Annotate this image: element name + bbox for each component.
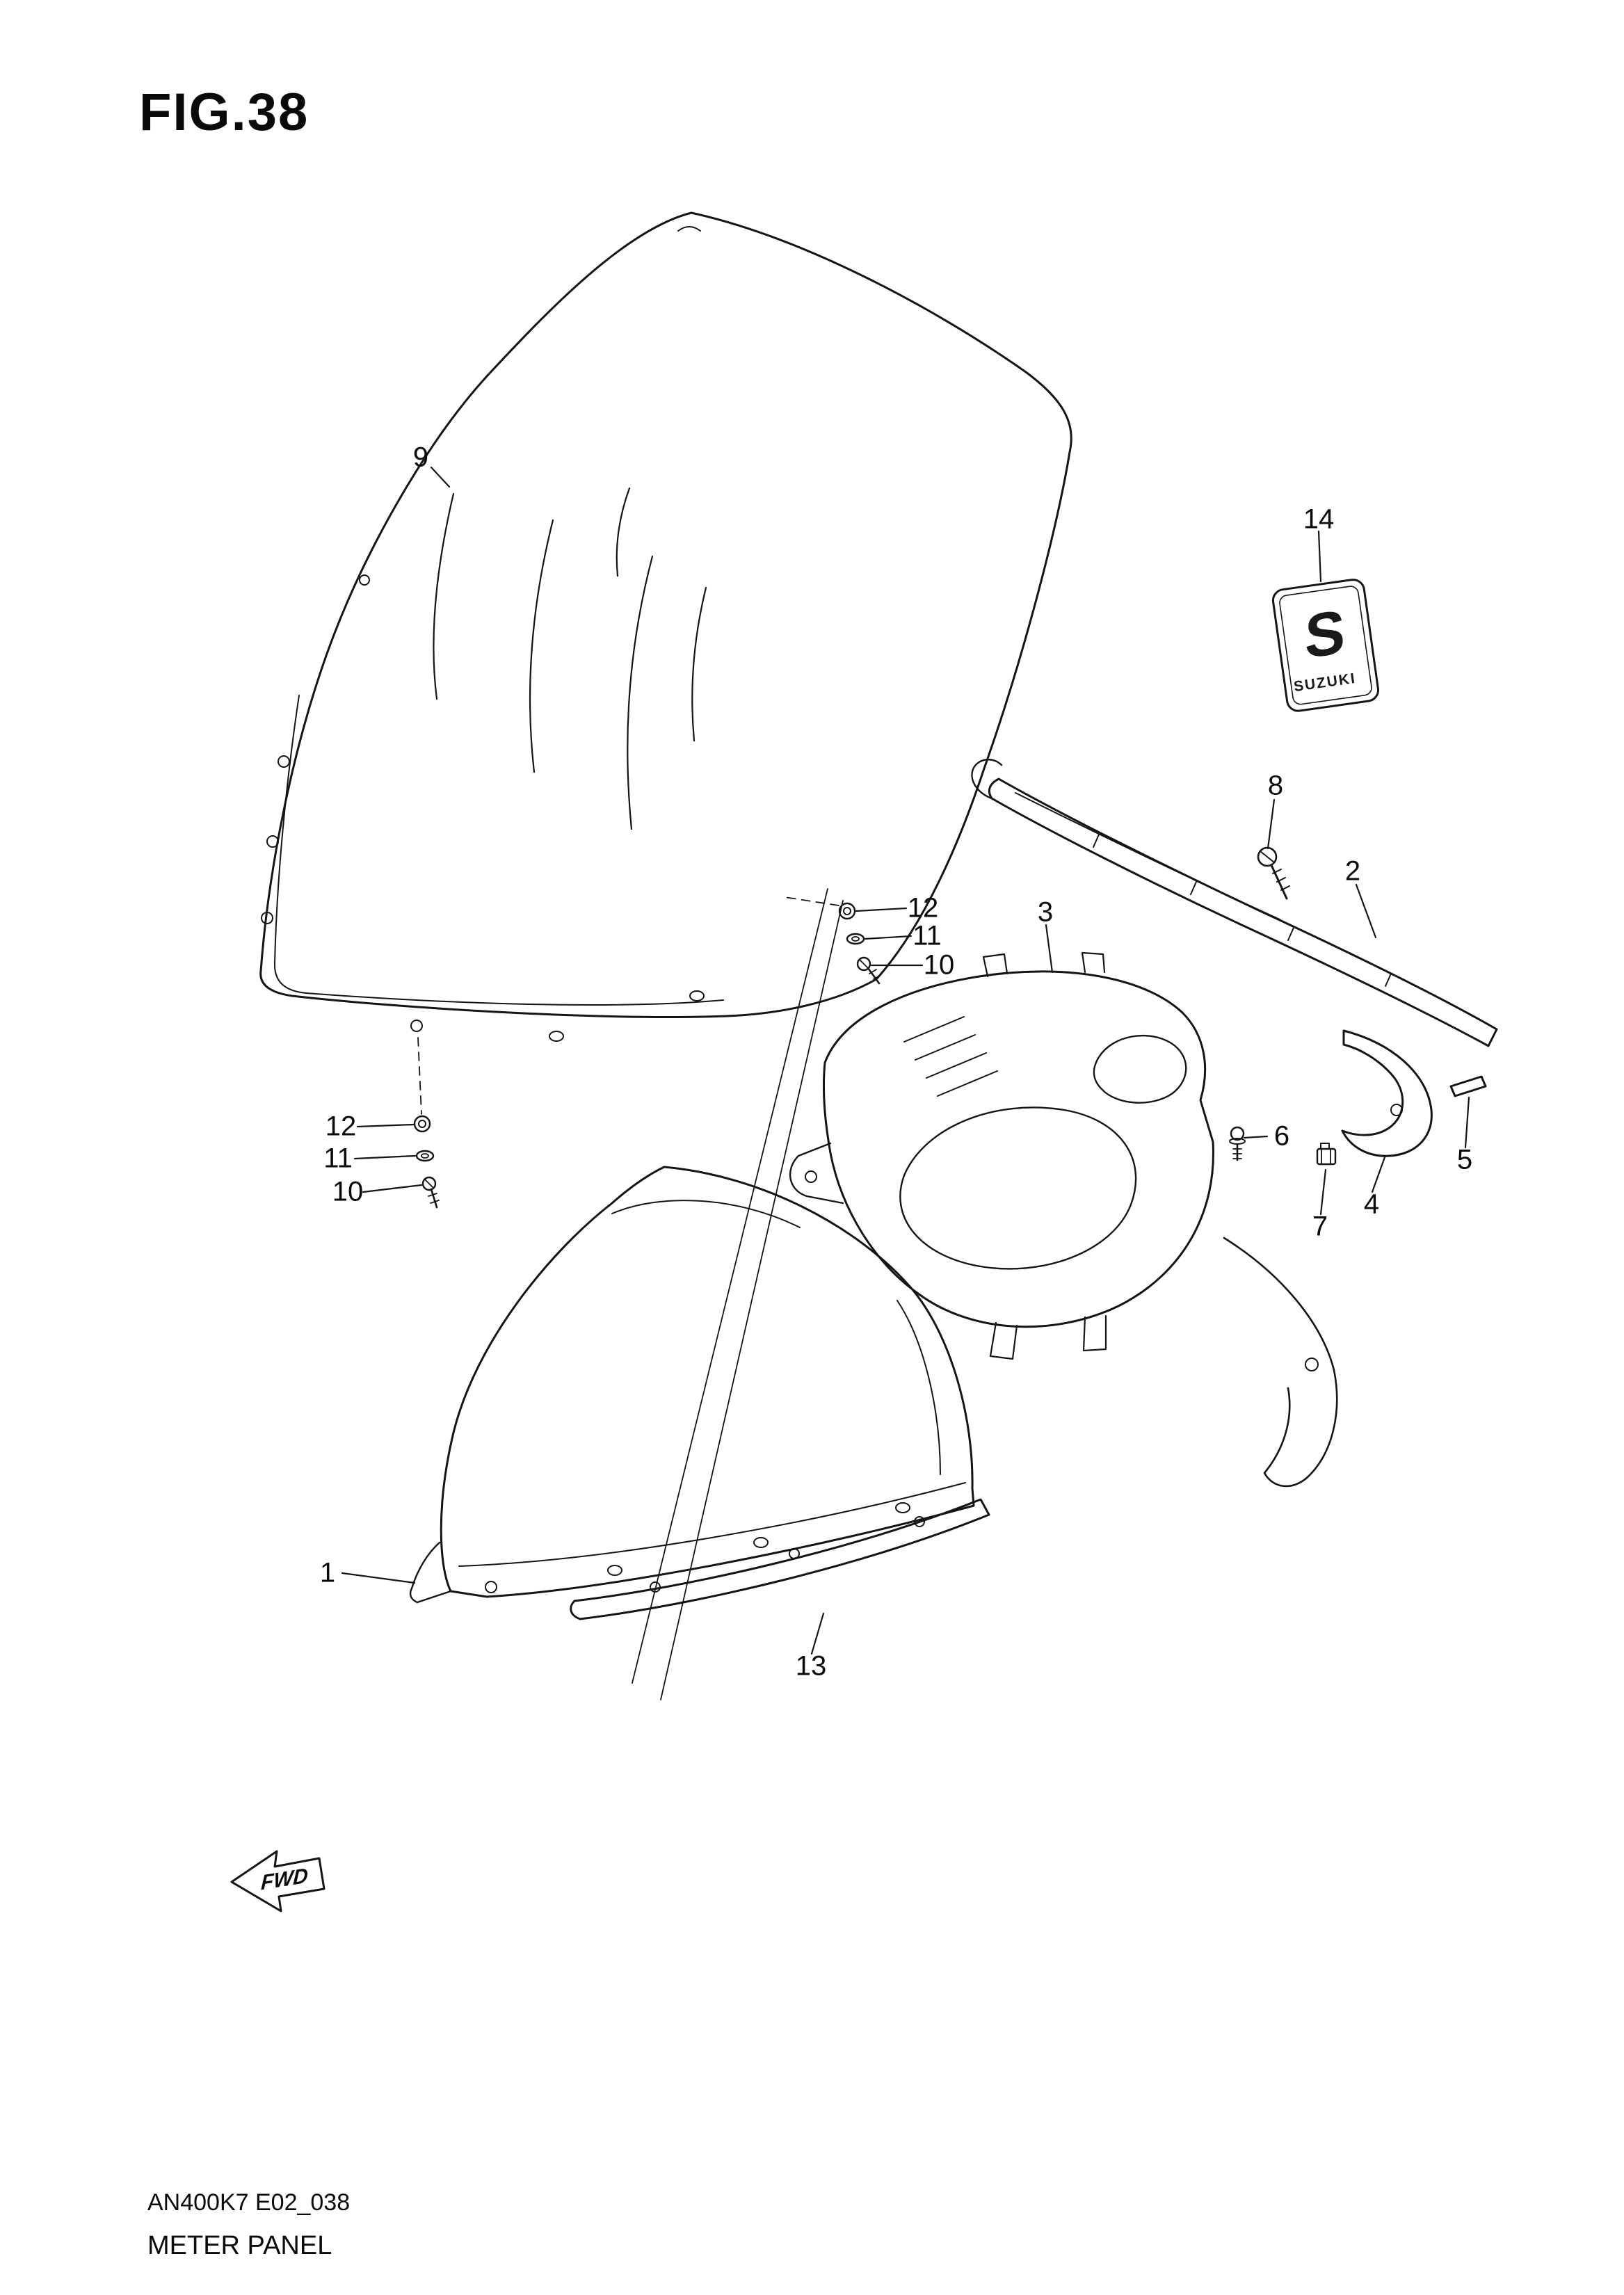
front-panel-drawing bbox=[409, 1166, 975, 1604]
pin-drawing bbox=[1449, 1075, 1487, 1097]
panel-trim-drawing bbox=[971, 759, 1498, 1047]
part-label-8: 8 bbox=[1267, 770, 1284, 801]
suzuki-logo-icon: S bbox=[1304, 596, 1346, 672]
part-label-4: 4 bbox=[1363, 1189, 1380, 1220]
fastener-stack-right-drawing bbox=[838, 902, 881, 985]
part-label-11-left: 11 bbox=[323, 1143, 353, 1174]
part-label-14: 14 bbox=[1303, 504, 1335, 535]
clip-7-drawing bbox=[1316, 1143, 1337, 1166]
part-label-5: 5 bbox=[1456, 1144, 1473, 1175]
part-label-9: 9 bbox=[412, 442, 429, 473]
figure-caption: METER PANEL bbox=[147, 2231, 332, 2260]
figure-code: AN400K7 E02_038 bbox=[147, 2189, 351, 2216]
part-label-3: 3 bbox=[1037, 896, 1054, 928]
part-label-1: 1 bbox=[319, 1557, 336, 1588]
trim-strip-drawing bbox=[570, 1498, 990, 1620]
part-label-7: 7 bbox=[1312, 1211, 1328, 1242]
fastener-stack-left-drawing bbox=[413, 1115, 440, 1209]
screw-8-drawing bbox=[1257, 846, 1290, 900]
windshield-drawing bbox=[259, 211, 1072, 1042]
part-label-11-right: 11 bbox=[913, 920, 942, 951]
bolt-6-drawing bbox=[1229, 1126, 1246, 1161]
part-label-10-right: 10 bbox=[923, 949, 955, 981]
part-label-10-left: 10 bbox=[332, 1176, 364, 1207]
figure-title: FIG.38 bbox=[139, 83, 309, 142]
suzuki-emblem-drawing bbox=[1271, 579, 1380, 712]
part-label-12-right: 12 bbox=[907, 892, 939, 924]
part-label-6: 6 bbox=[1273, 1120, 1290, 1152]
part-label-12-left: 12 bbox=[325, 1111, 357, 1142]
projection-lines bbox=[417, 888, 844, 1700]
part-label-2: 2 bbox=[1344, 855, 1361, 887]
part-label-13: 13 bbox=[795, 1650, 827, 1682]
leader-lines bbox=[341, 466, 1470, 1655]
bracket-drawing bbox=[1341, 1029, 1433, 1157]
meter-panel-housing-drawing bbox=[789, 951, 1338, 1488]
fwd-arrow bbox=[230, 1850, 325, 1912]
